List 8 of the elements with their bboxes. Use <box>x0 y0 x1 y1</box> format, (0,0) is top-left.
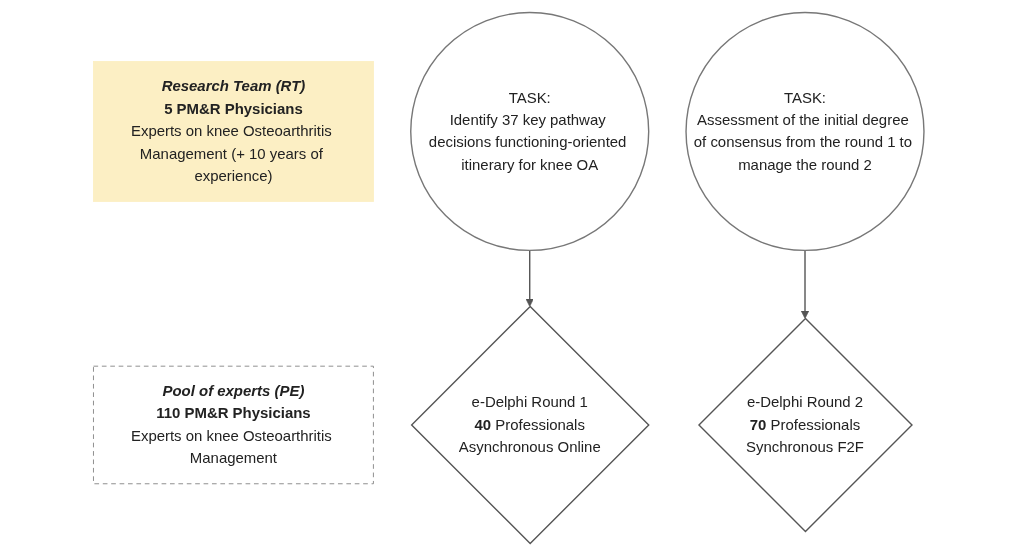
node-diamond: e-Delphi Round 1 40 Professionals Asynchronous Online <box>410 305 650 545</box>
node-circle: TASK: Identify 37 key pathway decisions functioning-oriented itinerary for knee OA <box>409 11 650 252</box>
node-diamond: e-Delphi Round 2 70 Professionals Synchronous F2F <box>697 317 913 533</box>
arrow <box>525 249 534 307</box>
node-box: Pool of experts (PE) 110 PM&R Physicians Experts on knee Osteoarthritis Management <box>92 365 374 485</box>
arrow <box>800 249 809 319</box>
node-circle: TASK: Assessment of the initial degree of consensus from the round 1 to manage the round 2 <box>685 11 925 252</box>
node-box: Research Team (RT) 5 PM&R Physicians Experts on knee Osteoarthritis Management (+ 10 years of experience) <box>92 61 374 202</box>
